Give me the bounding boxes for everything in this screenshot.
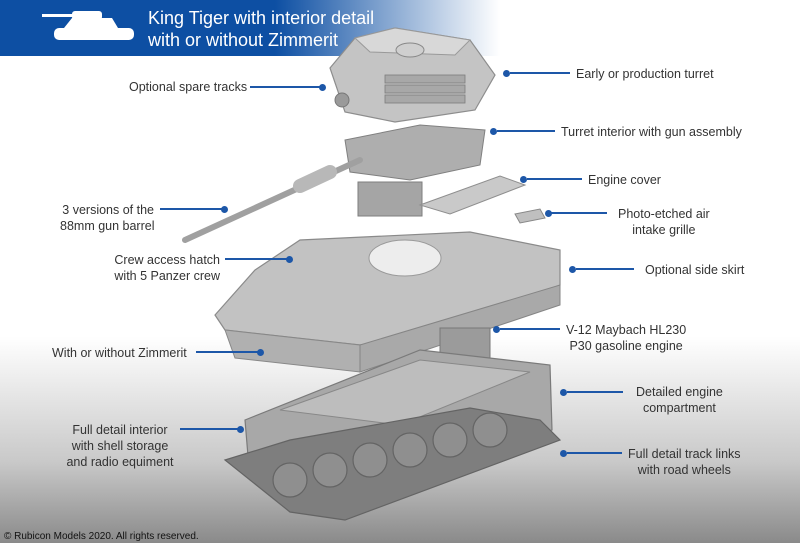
label-side-skirt: Optional side skirt <box>645 263 745 277</box>
leader-line <box>567 452 622 454</box>
leader-dot <box>520 175 527 183</box>
leader-line <box>527 178 582 180</box>
label-gun-barrel-line-1: 3 versions of the <box>62 203 154 217</box>
label-crew-hatch-line-2: with 5 Panzer crew <box>114 269 220 283</box>
turret-part <box>329 27 496 123</box>
label-interior-line-2: with shell storage <box>71 439 169 453</box>
leader-dot <box>221 205 228 213</box>
leader-line <box>497 130 555 132</box>
page-title: King Tiger with interior detail with or … <box>148 7 374 51</box>
leader-dot <box>503 69 510 77</box>
label-turret: Early or production turret <box>576 67 714 81</box>
label-engine: V-12 Maybach HL230 P30 gasoline engine <box>566 322 686 354</box>
leader-line <box>225 258 287 260</box>
leader-dot <box>545 209 552 217</box>
leader-dot <box>569 265 576 273</box>
label-engine-cover: Engine cover <box>588 173 661 187</box>
gun-assembly-part <box>182 124 486 243</box>
label-gun-barrel-line-2: 88mm gun barrel <box>60 219 155 233</box>
label-interior: Full detail interior with shell storage … <box>66 422 174 470</box>
label-grille-line-2: intake grille <box>632 223 696 237</box>
leader-line <box>551 212 607 214</box>
leader-line <box>196 351 258 353</box>
copyright-notice: © Rubicon Models 2020. All rights reserv… <box>4 531 199 542</box>
label-crew-hatch-line-1: Crew access hatch <box>114 253 220 267</box>
label-track-links-line-2: with road wheels <box>637 463 731 477</box>
title-line-2: with or without Zimmerit <box>148 30 339 50</box>
label-track-links-line-1: Full detail track links <box>628 447 741 461</box>
leader-line <box>180 428 238 430</box>
label-engine-compartment-line-1: Detailed engine <box>636 385 723 399</box>
leader-line <box>160 208 222 210</box>
title-banner: King Tiger with interior detail with or … <box>0 0 500 56</box>
label-engine-compartment: Detailed engine compartment <box>636 384 723 416</box>
leader-line <box>576 268 634 270</box>
leader-dot <box>257 348 264 356</box>
leader-dot <box>490 127 497 135</box>
leader-line <box>500 328 560 330</box>
label-engine-compartment-line-2: compartment <box>642 401 716 415</box>
leader-dot <box>493 325 500 333</box>
label-zimmerit: With or without Zimmerit <box>52 346 187 360</box>
tank-silhouette-icon <box>42 11 134 40</box>
label-interior-line-3: and radio equiment <box>66 455 174 469</box>
leader-dot <box>319 83 326 91</box>
label-interior-line-1: Full detail interior <box>72 423 168 437</box>
label-engine-line-1: V-12 Maybach HL230 <box>566 323 687 337</box>
leader-line <box>567 391 623 393</box>
leader-dot <box>237 425 244 433</box>
label-grille: Photo-etched air intake grille <box>618 206 710 238</box>
label-grille-line-1: Photo-etched air <box>618 207 710 221</box>
grille-part <box>514 208 546 224</box>
label-spare-tracks: Optional spare tracks <box>129 80 248 94</box>
label-turret-interior: Turret interior with gun assembly <box>561 125 742 139</box>
title-line-1: King Tiger with interior detail <box>148 8 375 28</box>
leader-dot <box>286 255 293 263</box>
track-assembly <box>223 407 562 521</box>
label-engine-line-2: P30 gasoline engine <box>569 339 683 353</box>
label-track-links: Full detail track links with road wheels <box>628 446 741 478</box>
leader-line <box>510 72 570 74</box>
engine-cover-part <box>418 175 527 215</box>
leader-dot <box>560 388 567 396</box>
leader-dot <box>560 449 567 457</box>
label-gun-barrel: 3 versions of the 88mm gun barrel <box>60 202 155 234</box>
leader-line <box>250 86 322 88</box>
hull-part <box>214 231 561 373</box>
label-crew-hatch: Crew access hatch with 5 Panzer crew <box>96 252 220 284</box>
